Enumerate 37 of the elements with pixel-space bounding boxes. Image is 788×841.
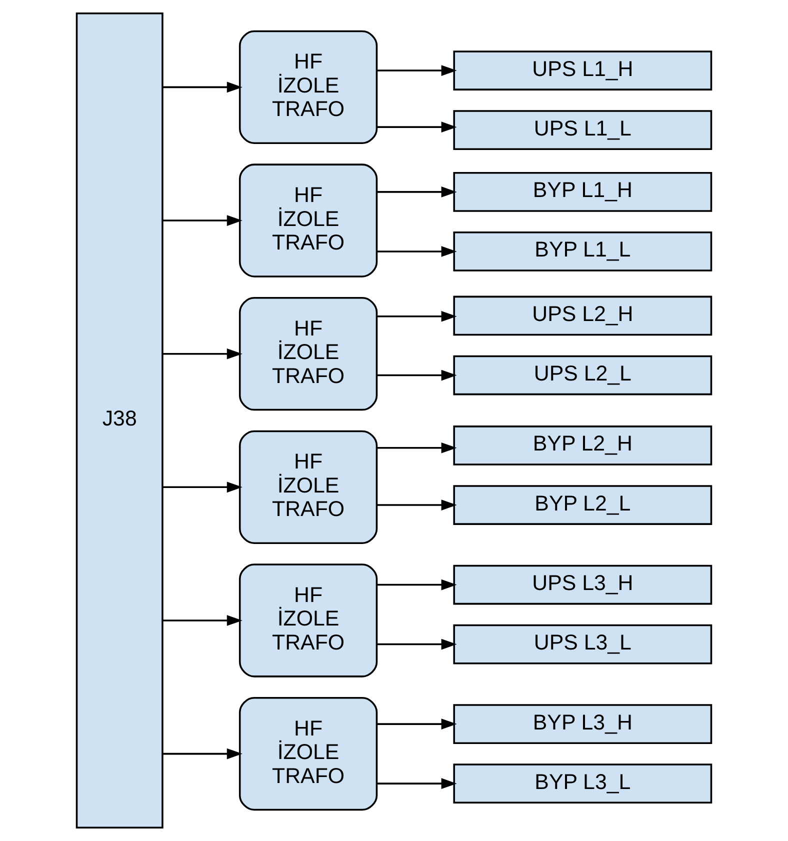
arrow <box>376 442 457 454</box>
arrow <box>376 778 457 789</box>
node-box: UPS L2_H <box>453 296 712 336</box>
node-box: UPS L3_L <box>453 624 712 664</box>
node-box: BYP L1_H <box>453 172 712 212</box>
node-box: HF İZOLE TRAFO <box>238 164 378 278</box>
node-box: UPS L1_L <box>453 110 712 150</box>
arrow <box>376 718 457 730</box>
arrow <box>162 615 242 626</box>
arrow <box>162 482 242 493</box>
arrow <box>376 246 457 257</box>
arrow <box>162 348 242 360</box>
node-box: BYP L3_L <box>453 764 712 804</box>
node-box: HF İZOLE TRAFO <box>238 297 378 411</box>
node-box: UPS L1_H <box>453 50 712 90</box>
node-box: HF İZOLE TRAFO <box>238 696 378 811</box>
node-box: HF İZOLE TRAFO <box>238 30 378 144</box>
arrow <box>376 638 457 650</box>
arrow <box>376 122 457 132</box>
node-box: HF İZOLE TRAFO <box>238 564 378 678</box>
node-box: J38 <box>76 12 164 828</box>
arrow <box>376 65 457 76</box>
node-box: BYP L1_L <box>453 232 712 272</box>
arrow <box>376 370 457 381</box>
arrow <box>162 82 242 93</box>
node-box: UPS L3_H <box>453 564 712 605</box>
node-box: HF İZOLE TRAFO <box>238 430 378 544</box>
arrow <box>376 186 457 198</box>
node-box: BYP L2_H <box>453 426 712 466</box>
arrow <box>376 579 457 590</box>
node-box: BYP L3_H <box>453 704 712 744</box>
node-box: BYP L2_L <box>453 485 712 525</box>
arrow <box>376 500 457 510</box>
node-box: UPS L2_L <box>453 355 712 396</box>
arrow <box>162 215 242 226</box>
arrow <box>162 748 242 760</box>
arrow <box>376 310 457 322</box>
